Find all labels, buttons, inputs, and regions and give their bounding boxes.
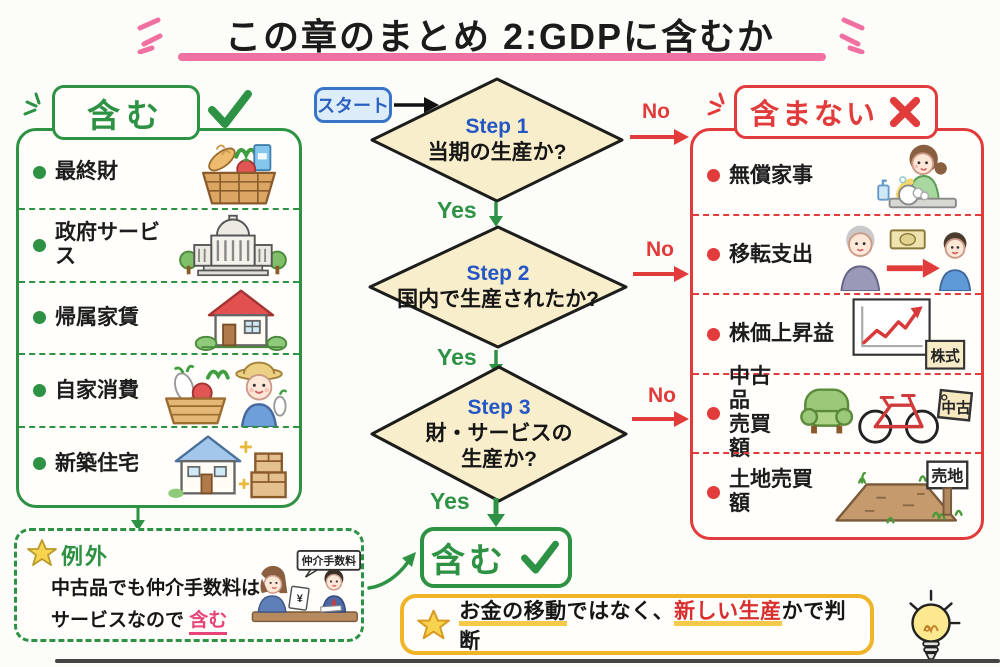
step2-name: Step 2 bbox=[466, 261, 530, 285]
exclude-item-label: 移転支出 bbox=[729, 242, 813, 266]
step1-name: Step 1 bbox=[465, 114, 529, 138]
arrow-exception-to-result-icon bbox=[367, 552, 416, 590]
bullet-icon bbox=[33, 457, 46, 471]
include-item-label: 帰属家賃 bbox=[55, 305, 139, 329]
exclude-header-badge: 含まない bbox=[734, 85, 938, 139]
list-item: 無償家事 bbox=[693, 137, 981, 214]
page-bottom-edge bbox=[55, 659, 1000, 663]
exclude-item-label: 無償家事 bbox=[729, 163, 813, 187]
house-icon bbox=[194, 289, 288, 351]
title-underline bbox=[178, 53, 826, 61]
bullet-icon bbox=[707, 406, 720, 420]
include-item-label: 最終財 bbox=[55, 160, 118, 184]
list-item: 帰属家賃 bbox=[19, 280, 299, 354]
arrow-no-3-icon bbox=[632, 411, 689, 427]
svg-text:売地: 売地 bbox=[931, 467, 963, 486]
list-item: 移転支出 bbox=[693, 214, 981, 293]
list-item: 中古品 売買額 中古 bbox=[693, 365, 981, 460]
bullet-icon bbox=[707, 327, 720, 341]
star-icon bbox=[27, 539, 57, 566]
step3-name: Step 3 bbox=[467, 396, 531, 420]
land-plot-icon: 売地 bbox=[835, 460, 969, 524]
arrow-no-1-icon bbox=[630, 129, 689, 145]
no-label-1: No bbox=[642, 100, 670, 123]
lightbulb-icon bbox=[909, 589, 961, 661]
x-icon bbox=[889, 96, 921, 128]
food-basket-icon bbox=[201, 144, 277, 205]
bullet-icon bbox=[707, 248, 720, 262]
bullet-icon bbox=[707, 169, 720, 183]
list-item: 政府サービス bbox=[19, 207, 299, 281]
stock-chart-icon: 株式 bbox=[852, 298, 966, 370]
svg-text:仲介手数料: 仲介手数料 bbox=[302, 554, 357, 568]
result-include-label: 含む bbox=[431, 542, 507, 580]
include-item-label: 政府サービス bbox=[55, 221, 160, 269]
step2-question: 国内で生産されたか? bbox=[397, 287, 599, 311]
include-item-label: 自家消費 bbox=[55, 378, 139, 402]
exception-line1: 中古品でも仲介手数料は bbox=[51, 578, 261, 599]
no-label-2: No bbox=[646, 238, 674, 261]
exception-line2: サービスなので 含む bbox=[51, 605, 228, 635]
svg-text:中古: 中古 bbox=[941, 399, 971, 417]
include-sparkle-icon bbox=[23, 92, 41, 116]
vegetable-farmer-icon bbox=[165, 361, 288, 427]
list-item: 自家消費 bbox=[19, 353, 299, 427]
list-item: 株価上昇益 株式 bbox=[693, 293, 981, 372]
money-transfer-icon bbox=[840, 225, 972, 291]
title-sparkle-right-icon bbox=[839, 17, 865, 54]
title-sparkle-left-icon bbox=[137, 17, 163, 54]
exclude-sparkle-icon bbox=[707, 92, 725, 116]
include-header-label: 含む bbox=[87, 96, 165, 134]
step1-diamond: Step 1 当期の生産か? bbox=[368, 76, 626, 204]
star-icon bbox=[417, 609, 450, 639]
used-goods-icon: 中古 bbox=[800, 388, 973, 444]
bullet-icon bbox=[33, 311, 46, 325]
exclude-item-label: 株価上昇益 bbox=[729, 321, 834, 345]
no-label-3: No bbox=[648, 384, 676, 407]
arrow-no-2-icon bbox=[633, 266, 689, 282]
arrow-start-icon bbox=[394, 97, 439, 113]
bottom-note: お金の移動ではなく、新しい生産かで判断 bbox=[400, 594, 874, 655]
check-icon bbox=[208, 90, 252, 128]
exclude-item-label: 土地売買額 bbox=[729, 468, 813, 516]
list-item: 新築住宅 bbox=[19, 426, 299, 499]
yes-label-3: Yes bbox=[430, 488, 470, 514]
bottom-note-text: お金の移動ではなく、新しい生産かで判断 bbox=[459, 599, 847, 653]
government-building-icon bbox=[179, 214, 287, 277]
list-item: 最終財 bbox=[19, 137, 299, 208]
arrow-yes-3-icon bbox=[487, 498, 505, 527]
exclude-header-label: 含まない bbox=[749, 99, 878, 131]
check-icon bbox=[520, 540, 559, 574]
bullet-icon bbox=[33, 165, 46, 179]
yes-label-1: Yes bbox=[437, 197, 477, 223]
bullet-icon bbox=[707, 485, 720, 499]
page-title: この章のまとめ 2:GDPに含むか bbox=[224, 16, 776, 57]
start-node: スタート bbox=[314, 87, 392, 123]
svg-text:株式: 株式 bbox=[930, 347, 960, 365]
bullet-icon bbox=[33, 238, 46, 252]
exception-include-highlight: 含む bbox=[189, 610, 228, 635]
step2-diamond: Step 2 国内で生産されたか? bbox=[366, 224, 630, 350]
yes-label-2: Yes bbox=[437, 344, 477, 370]
exclude-panel: 無償家事 bbox=[690, 128, 984, 540]
new-house-boxes-icon bbox=[168, 434, 287, 498]
include-panel: 最終財 政府サービス bbox=[16, 128, 302, 508]
exception-box: 例外 中古品でも仲介手数料は サービスなので 含む 仲介手数料 ¥ bbox=[14, 528, 364, 642]
include-header-badge: 含む bbox=[52, 85, 200, 140]
brokerage-meeting-icon: 仲介手数料 ¥ bbox=[251, 550, 361, 623]
step3-question: 財・サービスの 生産か? bbox=[425, 422, 573, 471]
result-include-box: 含む bbox=[420, 527, 572, 588]
exception-title: 例外 bbox=[61, 544, 110, 569]
include-item-label: 新築住宅 bbox=[55, 451, 139, 475]
svg-text:¥: ¥ bbox=[297, 593, 304, 605]
dishwashing-icon bbox=[877, 144, 957, 208]
exclude-item-label: 中古品 売買額 bbox=[729, 364, 771, 461]
step1-question: 当期の生産か? bbox=[427, 140, 567, 164]
start-label: スタート bbox=[317, 96, 389, 116]
bullet-icon bbox=[33, 384, 46, 398]
arrow-yes-1-icon bbox=[489, 202, 503, 227]
step3-diamond: Step 3 財・サービスの 生産か? bbox=[368, 364, 630, 504]
list-item: 土地売買額 売地 bbox=[693, 451, 981, 531]
arrow-down-exception-icon bbox=[131, 506, 145, 531]
